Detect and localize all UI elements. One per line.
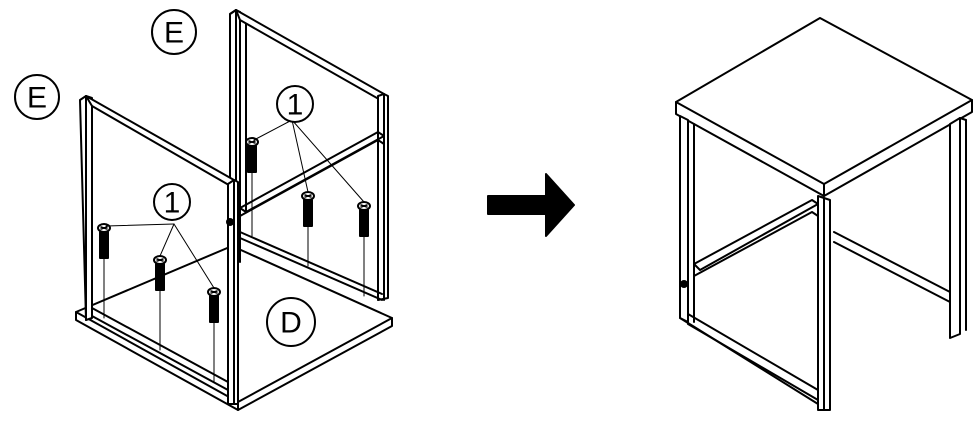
frame-e-left	[79, 95, 239, 405]
screws-back-group	[245, 119, 371, 297]
screw-icon	[97, 223, 111, 319]
screw-icon	[357, 201, 371, 297]
label-e-top-text: E	[164, 17, 184, 50]
label-d: D	[266, 297, 316, 347]
exploded-assembly: E E D 1 1	[14, 9, 393, 411]
label-d-text: D	[280, 307, 302, 340]
screw-icon	[207, 287, 221, 383]
label-e-top: E	[151, 9, 197, 55]
callout-screw-back: 1	[276, 85, 314, 123]
callout-screw-back-text: 1	[287, 89, 304, 122]
assembled-table	[675, 17, 973, 411]
callout-screw-left: 1	[153, 183, 191, 221]
callout-screw-left-text: 1	[164, 187, 181, 220]
label-e-left-text: E	[27, 82, 47, 115]
screw-icon	[301, 191, 315, 267]
screws-left-group	[97, 223, 221, 383]
right-arrow-icon	[487, 173, 575, 237]
label-e-left: E	[14, 74, 60, 120]
screw-icon	[245, 137, 259, 237]
